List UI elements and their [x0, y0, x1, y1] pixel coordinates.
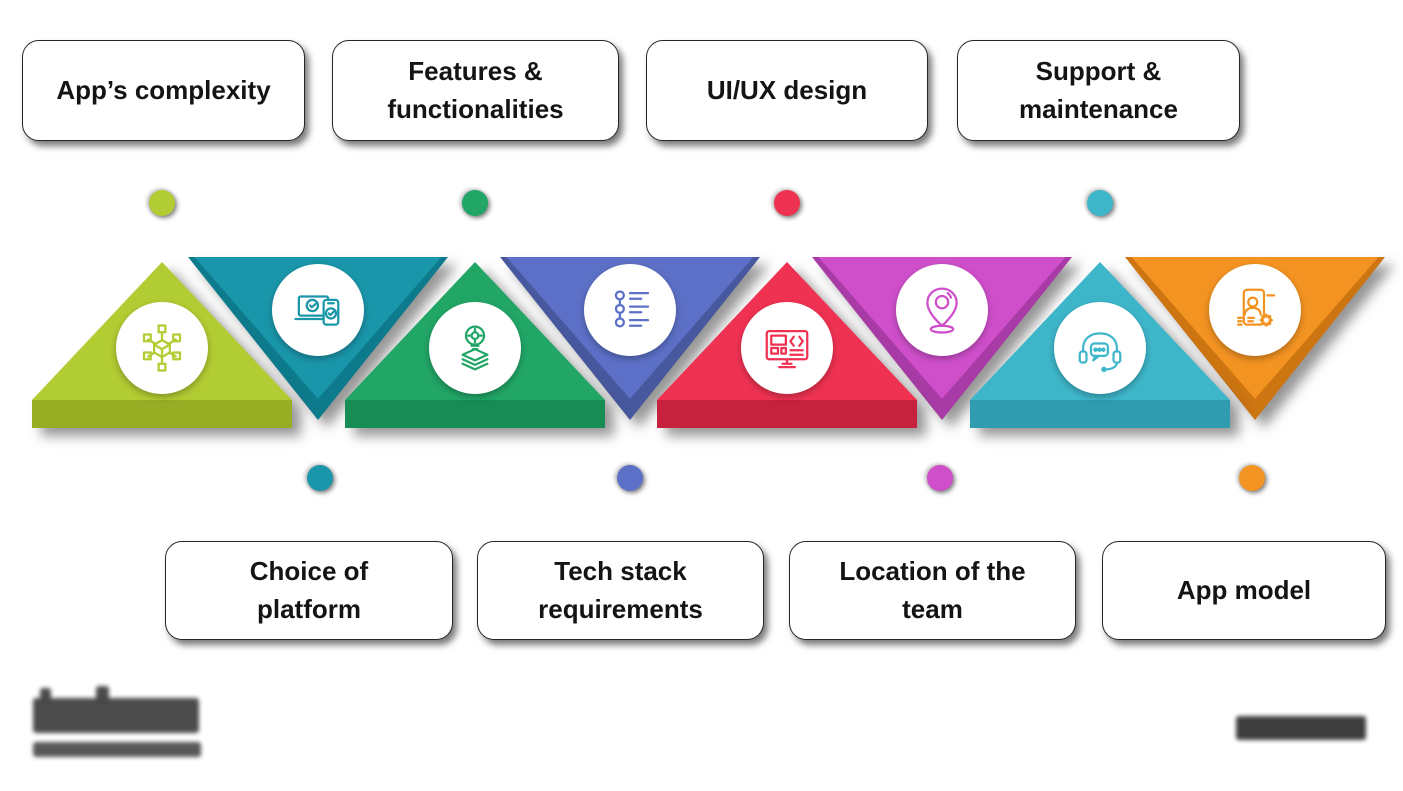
monitor-code-icon	[741, 302, 833, 394]
label-card-location-of-team: Location of the team	[789, 541, 1076, 640]
label-card-features-functionalities: Features & functionalities	[332, 40, 619, 141]
connector-dot-app-model	[1239, 465, 1265, 491]
timeline-list-icon	[584, 264, 676, 356]
label-card-choice-of-platform: Choice of platform	[165, 541, 453, 640]
connector-dot-tech-stack	[617, 465, 643, 491]
devices-check-icon	[272, 264, 364, 356]
label-card-uiux-design: UI/UX design	[646, 40, 928, 141]
connector-dot-support	[1087, 190, 1113, 216]
location-pin-icon	[896, 264, 988, 356]
phone-user-gear-icon	[1209, 264, 1301, 356]
triangle-features-functionalities	[345, 262, 605, 428]
watermark-blurred	[1236, 716, 1366, 740]
network-icon	[116, 302, 208, 394]
label-card-app-model: App model	[1102, 541, 1386, 640]
label-card-apps-complexity: App’s complexity	[22, 40, 305, 141]
label-card-support-maintenance: Support & maintenance	[957, 40, 1240, 141]
connector-dot-features	[462, 190, 488, 216]
connector-dot-apps-complexity	[149, 190, 175, 216]
bulb-layers-icon	[429, 302, 521, 394]
label-card-tech-stack-requirements: Tech stack requirements	[477, 541, 764, 640]
triangle-apps-complexity	[32, 262, 292, 428]
connector-dot-location	[927, 465, 953, 491]
headset-chat-icon	[1054, 302, 1146, 394]
connector-dot-uiux	[774, 190, 800, 216]
triangle-uiux-design	[657, 262, 917, 428]
triangle-support-maintenance	[970, 262, 1230, 428]
connector-dot-platform	[307, 465, 333, 491]
